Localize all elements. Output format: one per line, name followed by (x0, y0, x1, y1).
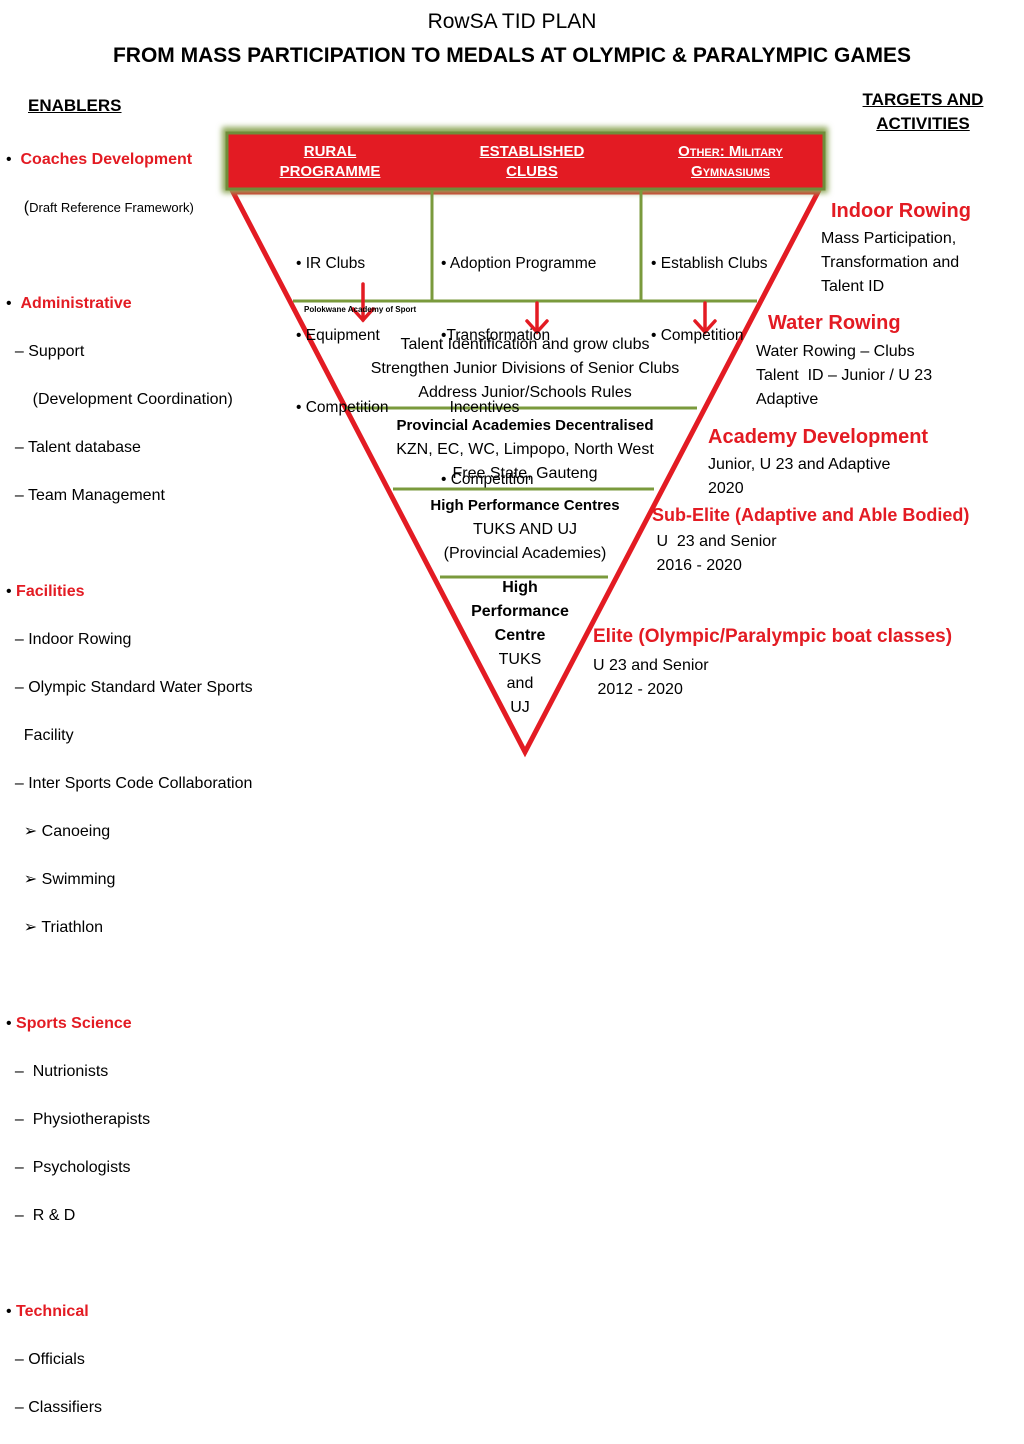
target-water-rowing: Water Rowing (768, 312, 901, 334)
target-title: Indoor Rowing (831, 200, 971, 222)
banner-established-clubs: ESTABLISHED CLUBS (479, 143, 585, 180)
enabler-science: • Sports Science (6, 1015, 132, 1032)
list-item: (Development Coordination) (32, 391, 233, 408)
tier-title: High Performance Centres (430, 497, 620, 514)
tier-title: High (502, 579, 538, 596)
enabler-admin: • Administrative (6, 295, 132, 312)
list-item: • Competition (651, 327, 744, 344)
tier-title: Provincial Academies Decentralised (396, 417, 654, 434)
tier-text: Free State, Gauteng (452, 465, 598, 482)
enabler-coaches-sub: (Draft Reference Framework) (6, 199, 194, 216)
arrow-down-icon (351, 282, 375, 323)
banner-other-military: Other: Military Gymnasiums (648, 142, 813, 182)
list-item: – R & D (6, 1207, 76, 1224)
list-item: Facility (23, 727, 74, 744)
tier-text: TUKS (498, 651, 542, 668)
polokwane-label: Polokwane Academy of Sport (304, 305, 417, 314)
tier-text: (Provincial Academies) (443, 545, 607, 562)
tier-text: UJ (510, 699, 530, 716)
diagram-title: RowSA TID PLAN (427, 10, 597, 33)
tier-text: Strengthen Junior Divisions of Senior Cl… (370, 360, 680, 377)
target-water-text: Water Rowing – Clubs Talent ID – Junior … (756, 343, 933, 408)
tier-talent-id: Talent Identification and grow clubs Str… (330, 333, 720, 405)
list-item: – Olympic Standard Water Sports (6, 679, 253, 696)
banner-other-line1: Other: Military (678, 143, 783, 160)
tier-text: Address Junior/Schools Rules (418, 384, 632, 401)
banner (225, 131, 826, 191)
list-item: – Indoor Rowing (6, 631, 132, 648)
target-academy: Academy Development (708, 426, 929, 448)
target-sub-elite-text: U 23 and Senior 2016 - 2020 (656, 533, 777, 574)
enablers-list: • Coaches Development (Draft Reference F… (6, 124, 253, 1444)
arrow-down-icon (693, 301, 717, 335)
target-elite: Elite (Olympic/Paralympic boat classes) (593, 626, 953, 647)
tier-text: Talent Identification and grow clubs (400, 336, 650, 353)
list-item: • Competition (296, 399, 389, 416)
tier-title: Performance (471, 603, 569, 620)
list-item: – Psychologists (6, 1159, 131, 1176)
other-military-list: • Establish Clubs • Competition (651, 204, 768, 372)
enabler-technical: • Technical (6, 1303, 89, 1320)
list-item: – Talent database (6, 439, 141, 456)
list-item: • Establish Clubs (651, 255, 768, 272)
list-item: – Physiotherapists (6, 1111, 151, 1128)
target-indoor-text: Mass Participation, Transformation and T… (821, 230, 960, 295)
target-academy-text: Junior, U 23 and Adaptive 2020 (708, 456, 891, 497)
list-item: ➢ Triathlon (6, 919, 103, 936)
banner-rural-programme: RURAL PROGRAMME (279, 143, 381, 180)
target-elite-text: U 23 and Senior 2012 - 2020 (593, 657, 709, 698)
list-item: ➢ Swimming (6, 871, 116, 888)
tier-text: TUKS AND UJ (472, 521, 577, 538)
list-item: – Support (6, 343, 85, 360)
rural-programme-list: • IR Clubs • Equipment • Competition (296, 204, 388, 444)
tier-high-performance-centres: High Performance Centres TUKS AND UJ (Pr… (405, 494, 645, 566)
diagram-subtitle: FROM MASS PARTICIPATION TO MEDALS AT OLY… (112, 44, 912, 67)
list-item: – Classifiers (6, 1399, 103, 1416)
tier-text: and (506, 675, 534, 692)
target-sub-elite: Sub-Elite (Adaptive and Able Bodied) (652, 505, 970, 525)
established-clubs-list: • Adoption Programme •Transformation Inc… (441, 204, 596, 516)
tier-high-performance-centre: High Performance Centre TUKS and UJ (455, 576, 585, 720)
list-item: • IR Clubs (296, 255, 366, 272)
list-item: – Officials (6, 1351, 85, 1368)
tier-text: KZN, EC, WC, Limpopo, North West (396, 441, 654, 458)
list-item: •Transformation (441, 327, 551, 344)
list-item: – Nutrionists (6, 1063, 109, 1080)
arrow-down-icon (525, 301, 549, 335)
list-item: • Competition (441, 471, 534, 488)
list-item: – Inter Sports Code Collaboration (6, 775, 253, 792)
funnel-graphic (222, 127, 828, 758)
enabler-facilities: • Facilities (6, 583, 85, 600)
enablers-header: ENABLERS (28, 96, 122, 115)
list-item: • Equipment (296, 327, 380, 344)
list-item: – Team Management (6, 487, 165, 504)
tier-provincial-academies: Provincial Academies Decentralised KZN, … (360, 414, 690, 486)
target-indoor-rowing: Indoor Rowing (831, 200, 971, 223)
list-item: ➢ Canoeing (6, 823, 111, 840)
enabler-coaches: • Coaches Development (6, 151, 193, 168)
targets-header: TARGETS AND ACTIVITIES (862, 90, 984, 133)
list-item: Incentives (449, 399, 520, 416)
tier-title: Centre (494, 627, 546, 644)
banner-other-line2: Gymnasiums (691, 163, 770, 180)
list-item: • Adoption Programme (441, 255, 597, 272)
